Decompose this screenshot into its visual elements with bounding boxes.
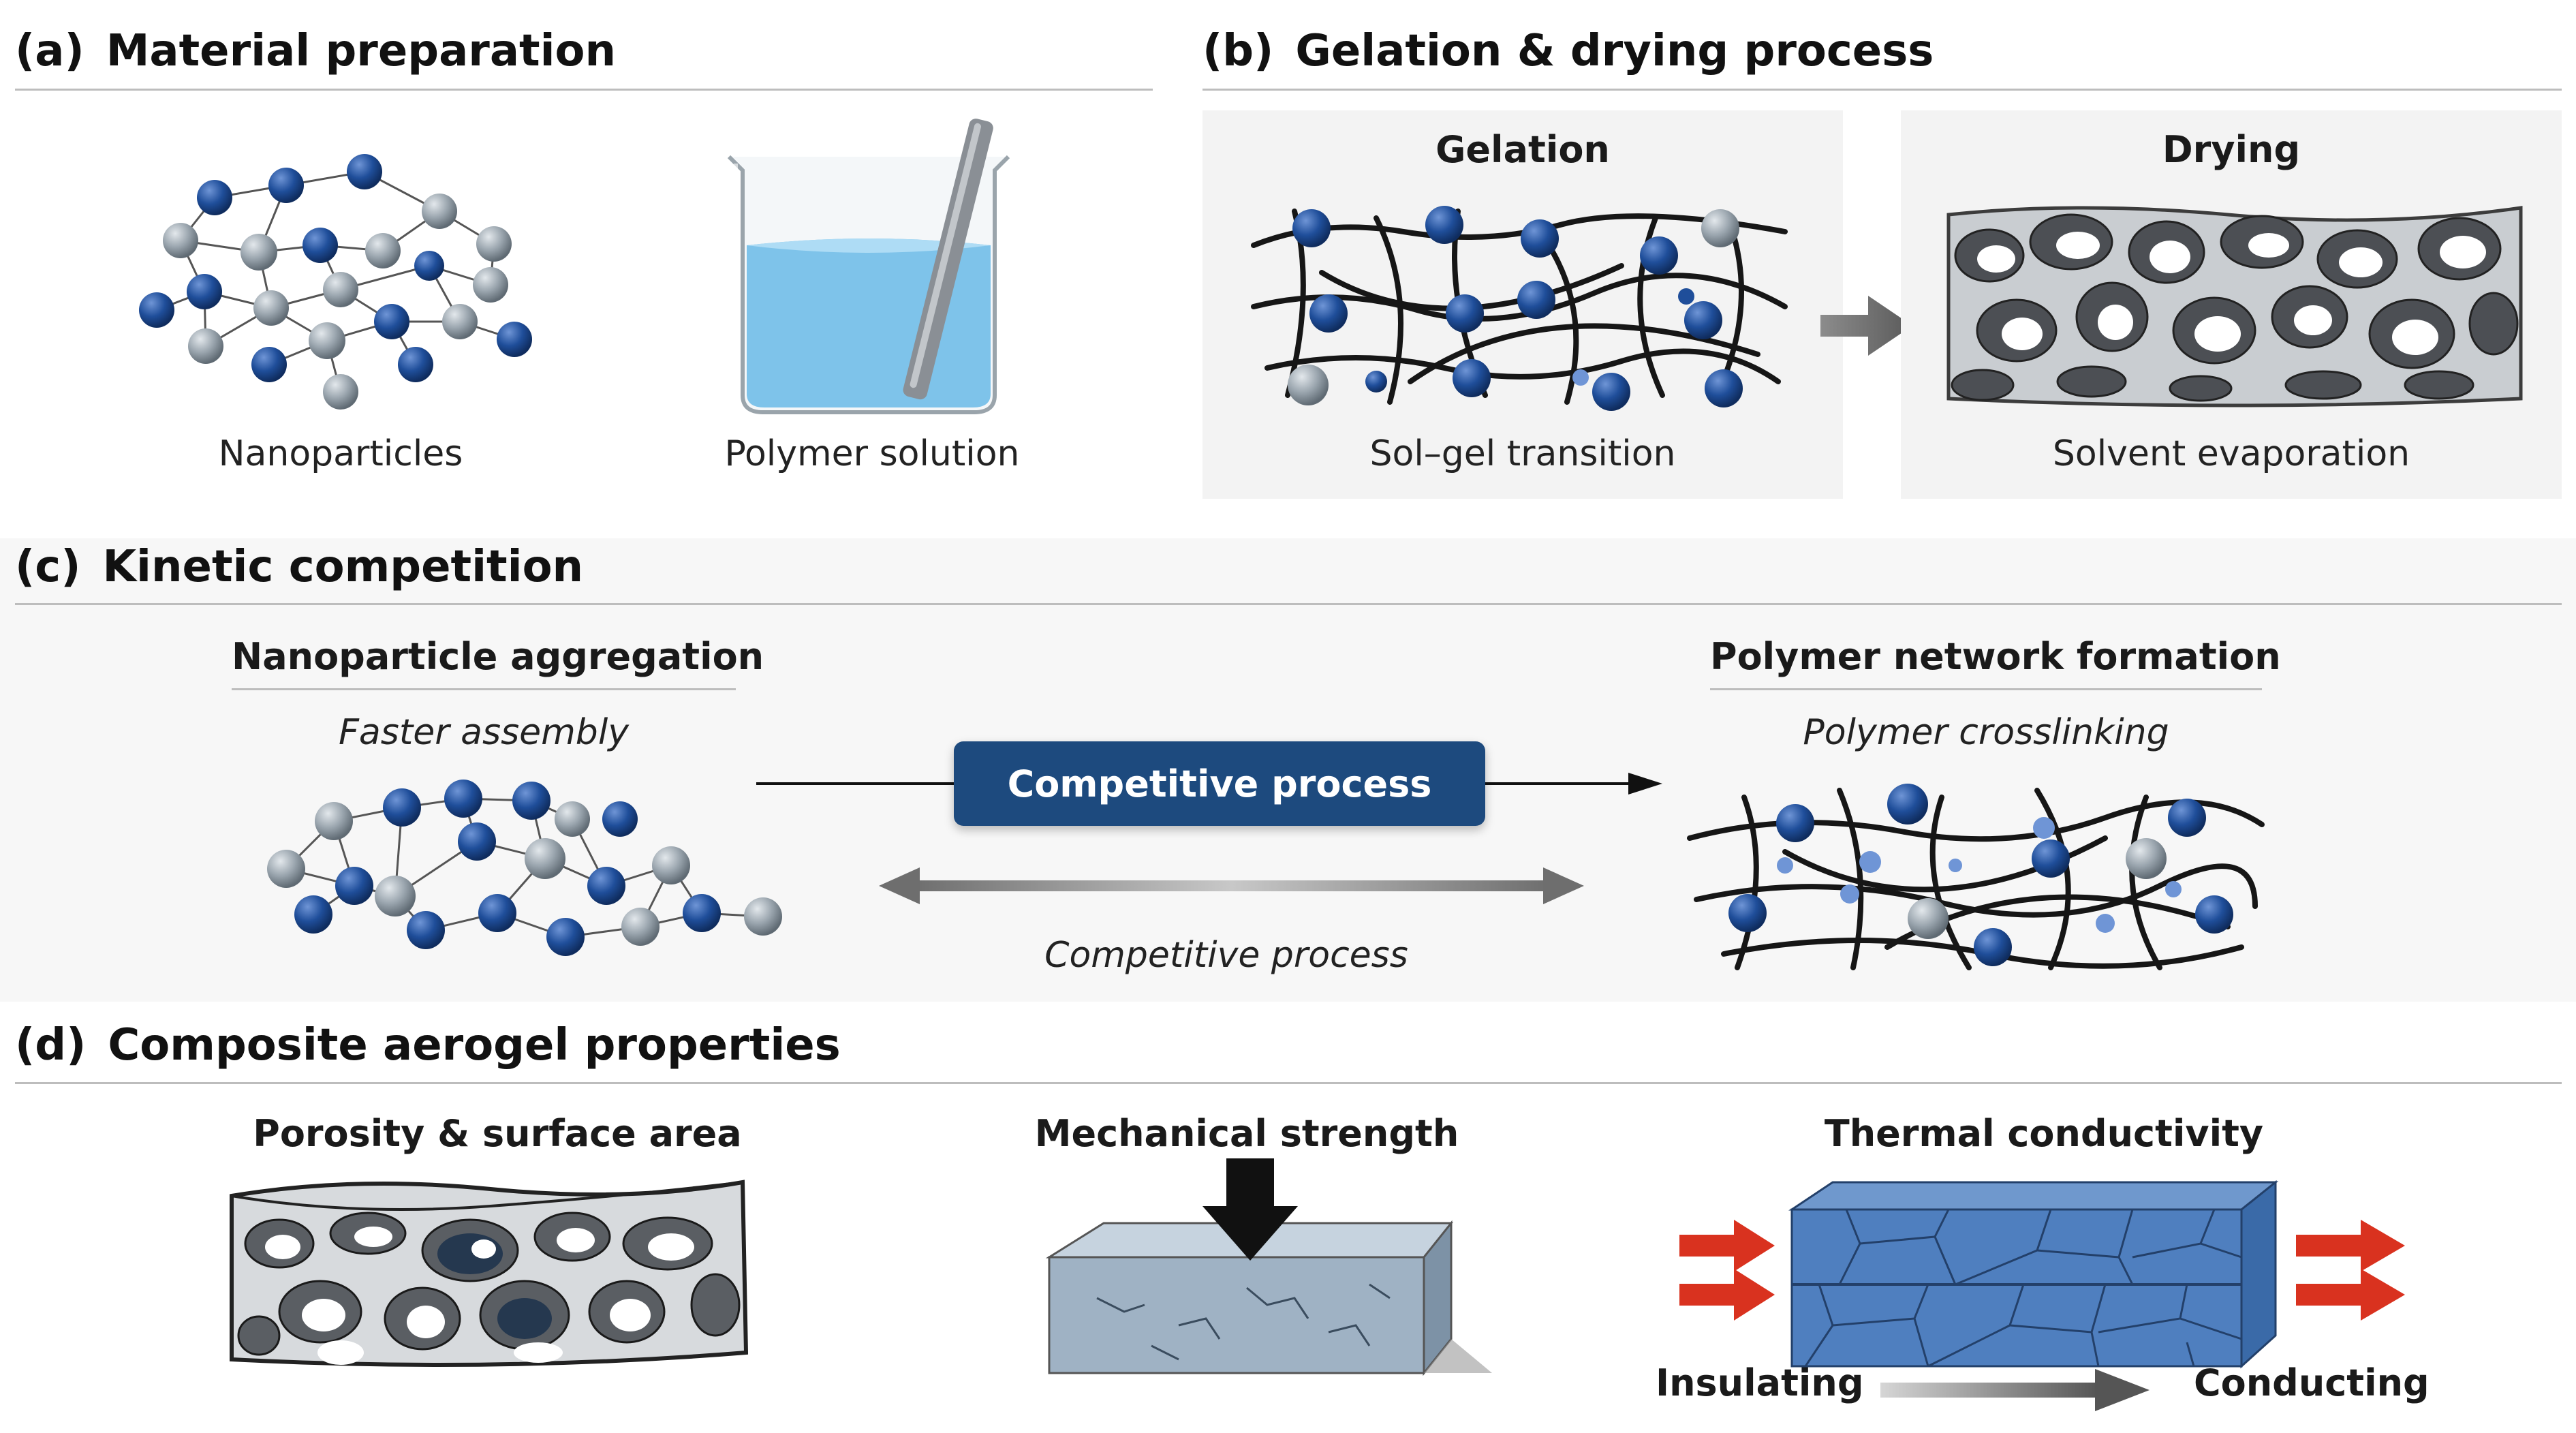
network-underline xyxy=(1710,688,2262,690)
panel-a-label: (a) xyxy=(15,26,84,76)
panel-b-rule xyxy=(1202,89,2562,91)
competitive-process-caption: Competitive process xyxy=(1044,935,1408,976)
thermal-heading: Thermal conductivity xyxy=(1824,1112,2264,1155)
gel-network-illustration xyxy=(1251,206,1788,411)
gelation-heading: Gelation xyxy=(1436,128,1610,171)
conducting-block-illustration xyxy=(1788,1180,2279,1369)
competitive-process-badge: Competitive process xyxy=(954,741,1485,826)
panel-d-label: (d) xyxy=(15,1020,87,1070)
drying-heading: Drying xyxy=(2162,128,2301,171)
network-subtitle: Polymer crosslinking xyxy=(1803,712,2169,753)
gelation-caption: Sol–gel transition xyxy=(1369,433,1676,474)
panel-c-heading: Kinetic competition xyxy=(102,542,584,592)
network-heading: Polymer network formation xyxy=(1710,635,2281,678)
mechanical-heading: Mechanical strength xyxy=(1034,1112,1459,1155)
right-arrow-icon xyxy=(1820,296,1912,356)
panel-c-title: (c) Kinetic competition xyxy=(15,542,583,592)
panel-a-title: (a) Material preparation xyxy=(15,26,616,76)
aggregated-particle-cluster xyxy=(267,780,782,956)
panel-b-title: (b) Gelation & drying process xyxy=(1202,26,1934,76)
panel-d-title: (d) Composite aerogel properties xyxy=(15,1020,841,1070)
nanoparticle-cluster xyxy=(139,154,532,410)
insulating-label: Insulating xyxy=(1656,1361,1864,1404)
caption-polymer-solution: Polymer solution xyxy=(724,433,1020,474)
porous-aerogel-illustration xyxy=(1946,206,2523,407)
porosity-heading: Porosity & surface area xyxy=(253,1112,742,1155)
panel-b-heading: Gelation & drying process xyxy=(1295,26,1934,76)
down-arrow-icon xyxy=(1202,1158,1298,1261)
right-arrow-icon xyxy=(1880,1369,2150,1411)
conducting-label: Conducting xyxy=(2194,1361,2430,1404)
panel-b-label: (b) xyxy=(1202,26,1274,76)
caption-nanoparticles: Nanoparticles xyxy=(218,433,463,474)
panel-c-label: (c) xyxy=(15,542,81,592)
crosslinked-network-illustration xyxy=(1687,784,2265,970)
panel-c-rule xyxy=(15,603,2562,605)
aggregation-subtitle: Faster assembly xyxy=(338,712,630,753)
beaker-icon xyxy=(727,119,1010,414)
heat-arrow-icon xyxy=(2296,1220,2405,1321)
aggregation-heading: Nanoparticle aggregation xyxy=(232,635,764,678)
panel-a-heading: Material preparation xyxy=(106,26,617,76)
drying-caption: Solvent evaporation xyxy=(2052,433,2410,474)
panel-d-heading: Composite aerogel properties xyxy=(108,1020,841,1070)
porous-block-illustration xyxy=(230,1180,749,1367)
heat-arrow-icon xyxy=(1679,1220,1775,1321)
panel-a-rule xyxy=(15,89,1153,91)
panel-d-rule xyxy=(15,1082,2562,1084)
double-arrow-icon xyxy=(879,867,1584,904)
aggregation-underline xyxy=(232,688,736,690)
